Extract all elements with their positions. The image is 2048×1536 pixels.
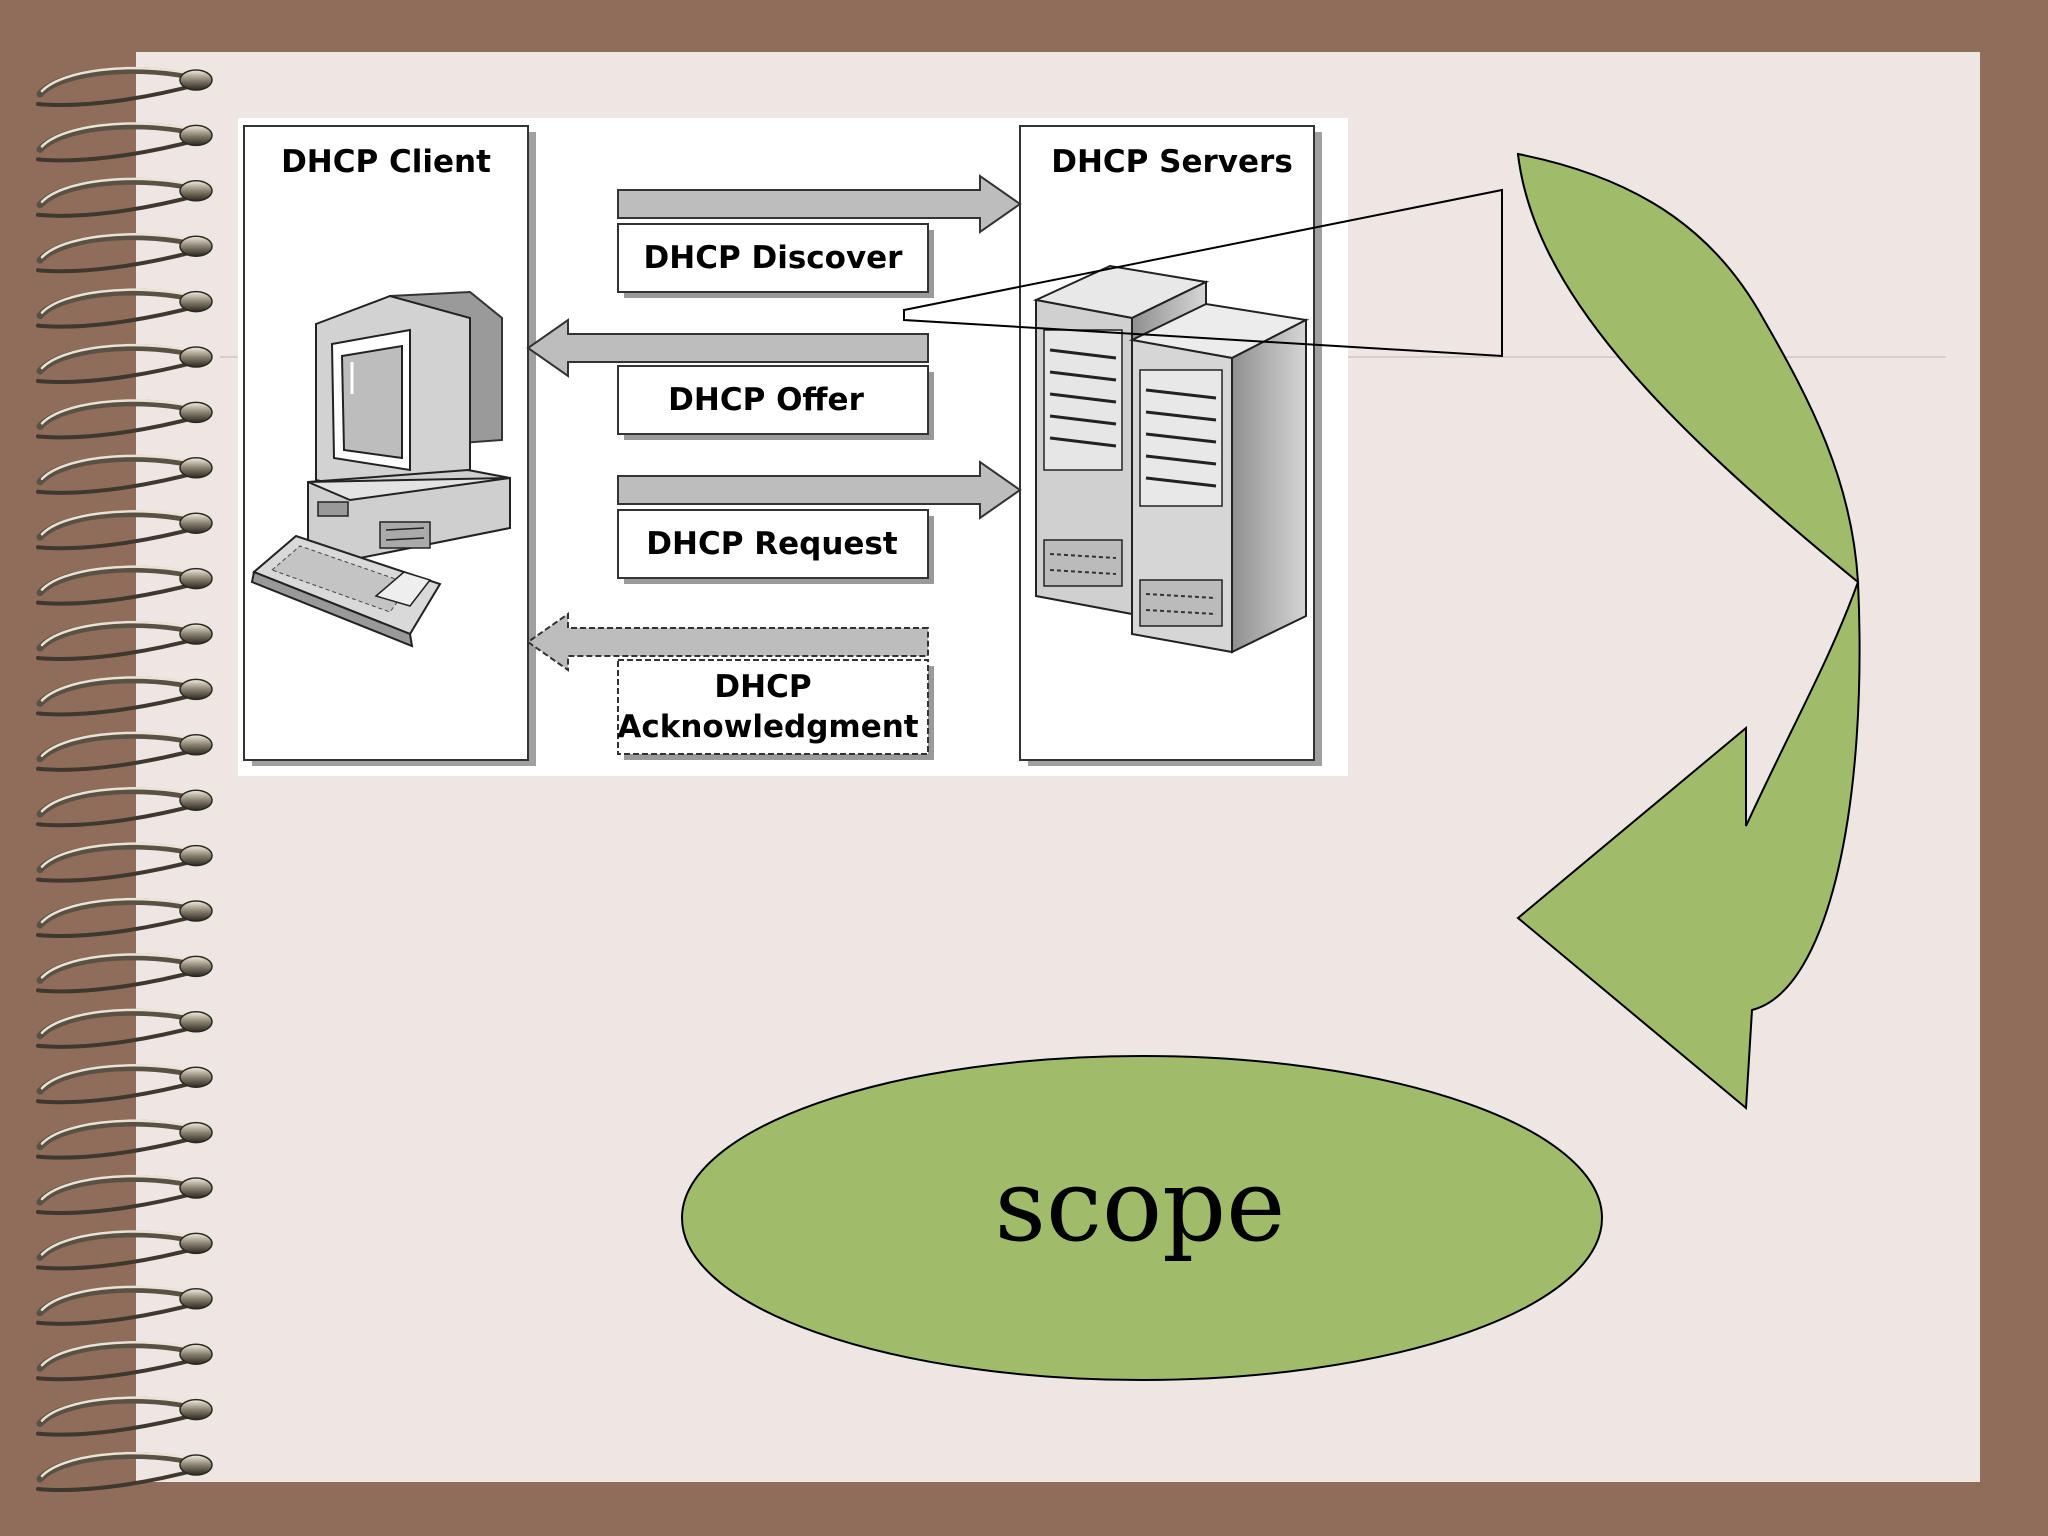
spiral-coil	[36, 565, 213, 606]
spiral-coil	[36, 1341, 213, 1382]
spiral-coil	[36, 343, 213, 385]
spiral-coil	[36, 510, 213, 551]
arrow-request	[617, 460, 1022, 520]
spiral-coil	[36, 122, 213, 163]
spiral-coil	[36, 842, 213, 883]
spiral-coil	[36, 288, 213, 329]
spiral-coil	[36, 399, 213, 440]
servers-title: DHCP Servers	[1051, 144, 1293, 180]
spiral-coil	[36, 676, 213, 717]
arrow-discover	[617, 174, 1022, 234]
spiral-coil	[36, 1285, 213, 1326]
client-panel: DHCP Client	[243, 125, 536, 766]
spiral-coil	[36, 1008, 213, 1049]
spiral-coil	[36, 620, 213, 662]
spiral-coil	[36, 233, 213, 274]
message-label: DHCP Offer	[668, 382, 864, 418]
message-label: DHCP Request	[646, 526, 898, 562]
scope-ellipse: scope	[681, 1055, 1603, 1381]
scope-label: scope	[995, 1147, 1286, 1264]
arrow-acknowledgment	[526, 612, 929, 672]
spiral-coil	[36, 897, 213, 939]
dhcp-diagram: DHCP Client	[238, 118, 1348, 776]
spiral-coil	[36, 787, 213, 828]
spiral-coil	[36, 1064, 213, 1105]
message-discover: DHCP Discover	[617, 223, 934, 298]
spiral-coil	[36, 1230, 213, 1271]
spiral-coil	[36, 454, 213, 495]
server-tower-icon	[1128, 302, 1310, 654]
message-offer: DHCP Offer	[617, 365, 934, 440]
curved-arrow-top	[1516, 152, 1860, 585]
callout-pointer	[903, 188, 1503, 358]
spiral-coil	[36, 1119, 213, 1160]
spiral-coil	[36, 177, 213, 218]
arrow-offer	[526, 318, 929, 378]
client-title: DHCP Client	[281, 144, 491, 180]
message-label: DHCP	[714, 669, 811, 705]
spiral-binding	[36, 66, 213, 1493]
spiral-coil	[36, 953, 213, 994]
spiral-coil	[36, 1174, 213, 1216]
spiral-coil	[36, 1451, 213, 1493]
message-acknowledgment: DHCP Acknowledgment	[617, 659, 934, 760]
message-request: DHCP Request	[617, 509, 934, 584]
spiral-coil	[36, 66, 213, 108]
servers-panel: DHCP Servers	[1019, 125, 1322, 766]
spiral-coil	[36, 1396, 213, 1437]
message-label: DHCP Discover	[644, 240, 904, 276]
spiral-coil	[36, 731, 213, 772]
message-label: Acknowledgment	[617, 709, 918, 745]
computer-icon	[250, 290, 511, 648]
